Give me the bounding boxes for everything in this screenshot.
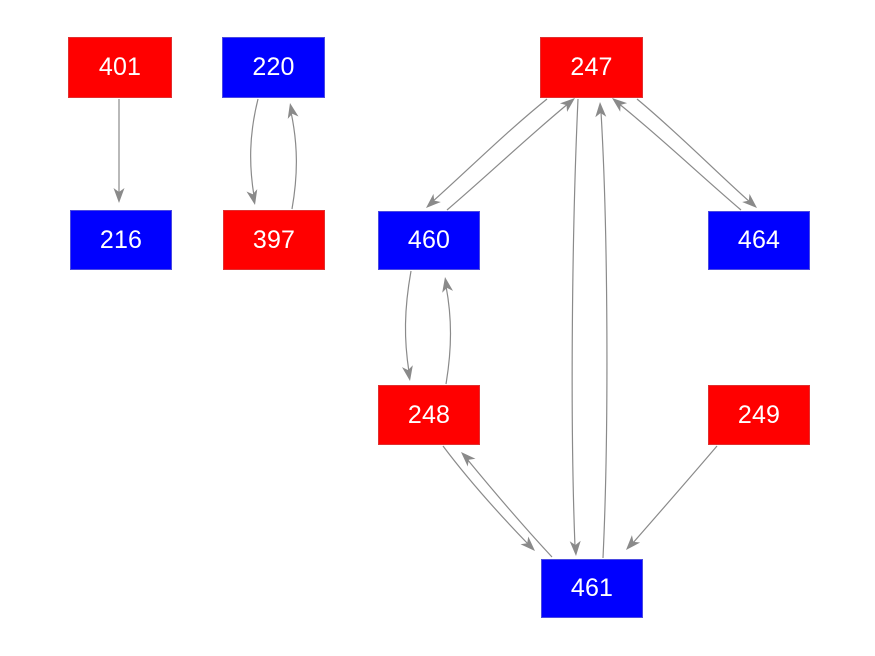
graph-edge-461-to-248	[461, 452, 553, 558]
graph-node-label: 220	[252, 53, 295, 81]
graph-node-461[interactable]: 461	[541, 559, 643, 618]
edge-arrowhead	[442, 277, 454, 293]
graph-edge-461-to-247	[595, 102, 608, 559]
edge-arrowhead	[401, 365, 413, 381]
graph-edge-464-to-247	[612, 98, 742, 211]
graph-node-label: 216	[99, 225, 143, 254]
edge-line	[404, 270, 412, 373]
graph-edge-220-to-397	[246, 98, 259, 205]
graph-edge-460-to-247	[446, 98, 575, 211]
edge-arrowhead	[113, 188, 125, 203]
graph-node-label: 249	[737, 400, 781, 429]
edge-arrowhead	[246, 189, 258, 205]
edge-line	[631, 445, 718, 545]
edge-line	[430, 98, 548, 204]
graph-node-249[interactable]: 249	[708, 385, 810, 445]
edge-arrowhead	[626, 535, 641, 550]
graph-node-464[interactable]: 464	[708, 211, 810, 270]
edge-arrowhead	[595, 102, 607, 118]
edge-arrowhead	[559, 98, 575, 112]
edge-arrowhead	[742, 193, 757, 208]
graph-edge-401-to-216	[113, 98, 125, 203]
graph-edge-248-to-460	[442, 277, 454, 385]
graph-node-label: 247	[570, 53, 613, 81]
graph-edge-397-to-220	[287, 103, 299, 210]
edge-arrowhead	[461, 452, 476, 467]
edge-line	[636, 98, 752, 204]
graph-node-248[interactable]: 248	[378, 385, 480, 445]
graph-node-397[interactable]: 397	[223, 210, 325, 270]
edge-line	[442, 445, 530, 546]
edge-arrowhead	[520, 536, 535, 551]
graph-node-220[interactable]: 220	[222, 37, 325, 98]
graph-node-label: 461	[570, 574, 614, 602]
edge-arrowhead	[612, 98, 628, 112]
edge-line	[600, 111, 608, 559]
edge-arrowhead	[426, 193, 441, 208]
graph-node-247[interactable]: 247	[540, 37, 643, 98]
graph-node-401[interactable]: 401	[68, 37, 172, 98]
edge-line	[290, 111, 297, 210]
graph-edge-247-to-464	[636, 98, 757, 208]
graph-node-label: 464	[737, 226, 781, 254]
graph-edge-248-to-461	[442, 445, 535, 551]
edge-line	[571, 98, 579, 548]
graph-edge-247-to-461	[569, 98, 581, 556]
graph-node-460[interactable]: 460	[378, 211, 480, 270]
edge-line	[466, 458, 553, 558]
graph-node-label: 397	[252, 225, 296, 254]
graph-edge-249-to-461	[626, 445, 718, 550]
graph-edge-460-to-248	[401, 270, 413, 381]
graph-node-label: 248	[407, 400, 451, 429]
edge-arrowhead	[569, 540, 581, 556]
edge-line	[617, 102, 742, 211]
graph-node-216[interactable]: 216	[70, 210, 172, 270]
edge-line	[250, 98, 259, 197]
graph-node-label: 401	[98, 53, 142, 81]
graph-edge-247-to-460	[426, 98, 548, 208]
edge-line	[446, 102, 570, 211]
edge-arrowhead	[287, 103, 299, 119]
edge-line	[445, 285, 452, 385]
graph-node-label: 460	[407, 226, 451, 254]
